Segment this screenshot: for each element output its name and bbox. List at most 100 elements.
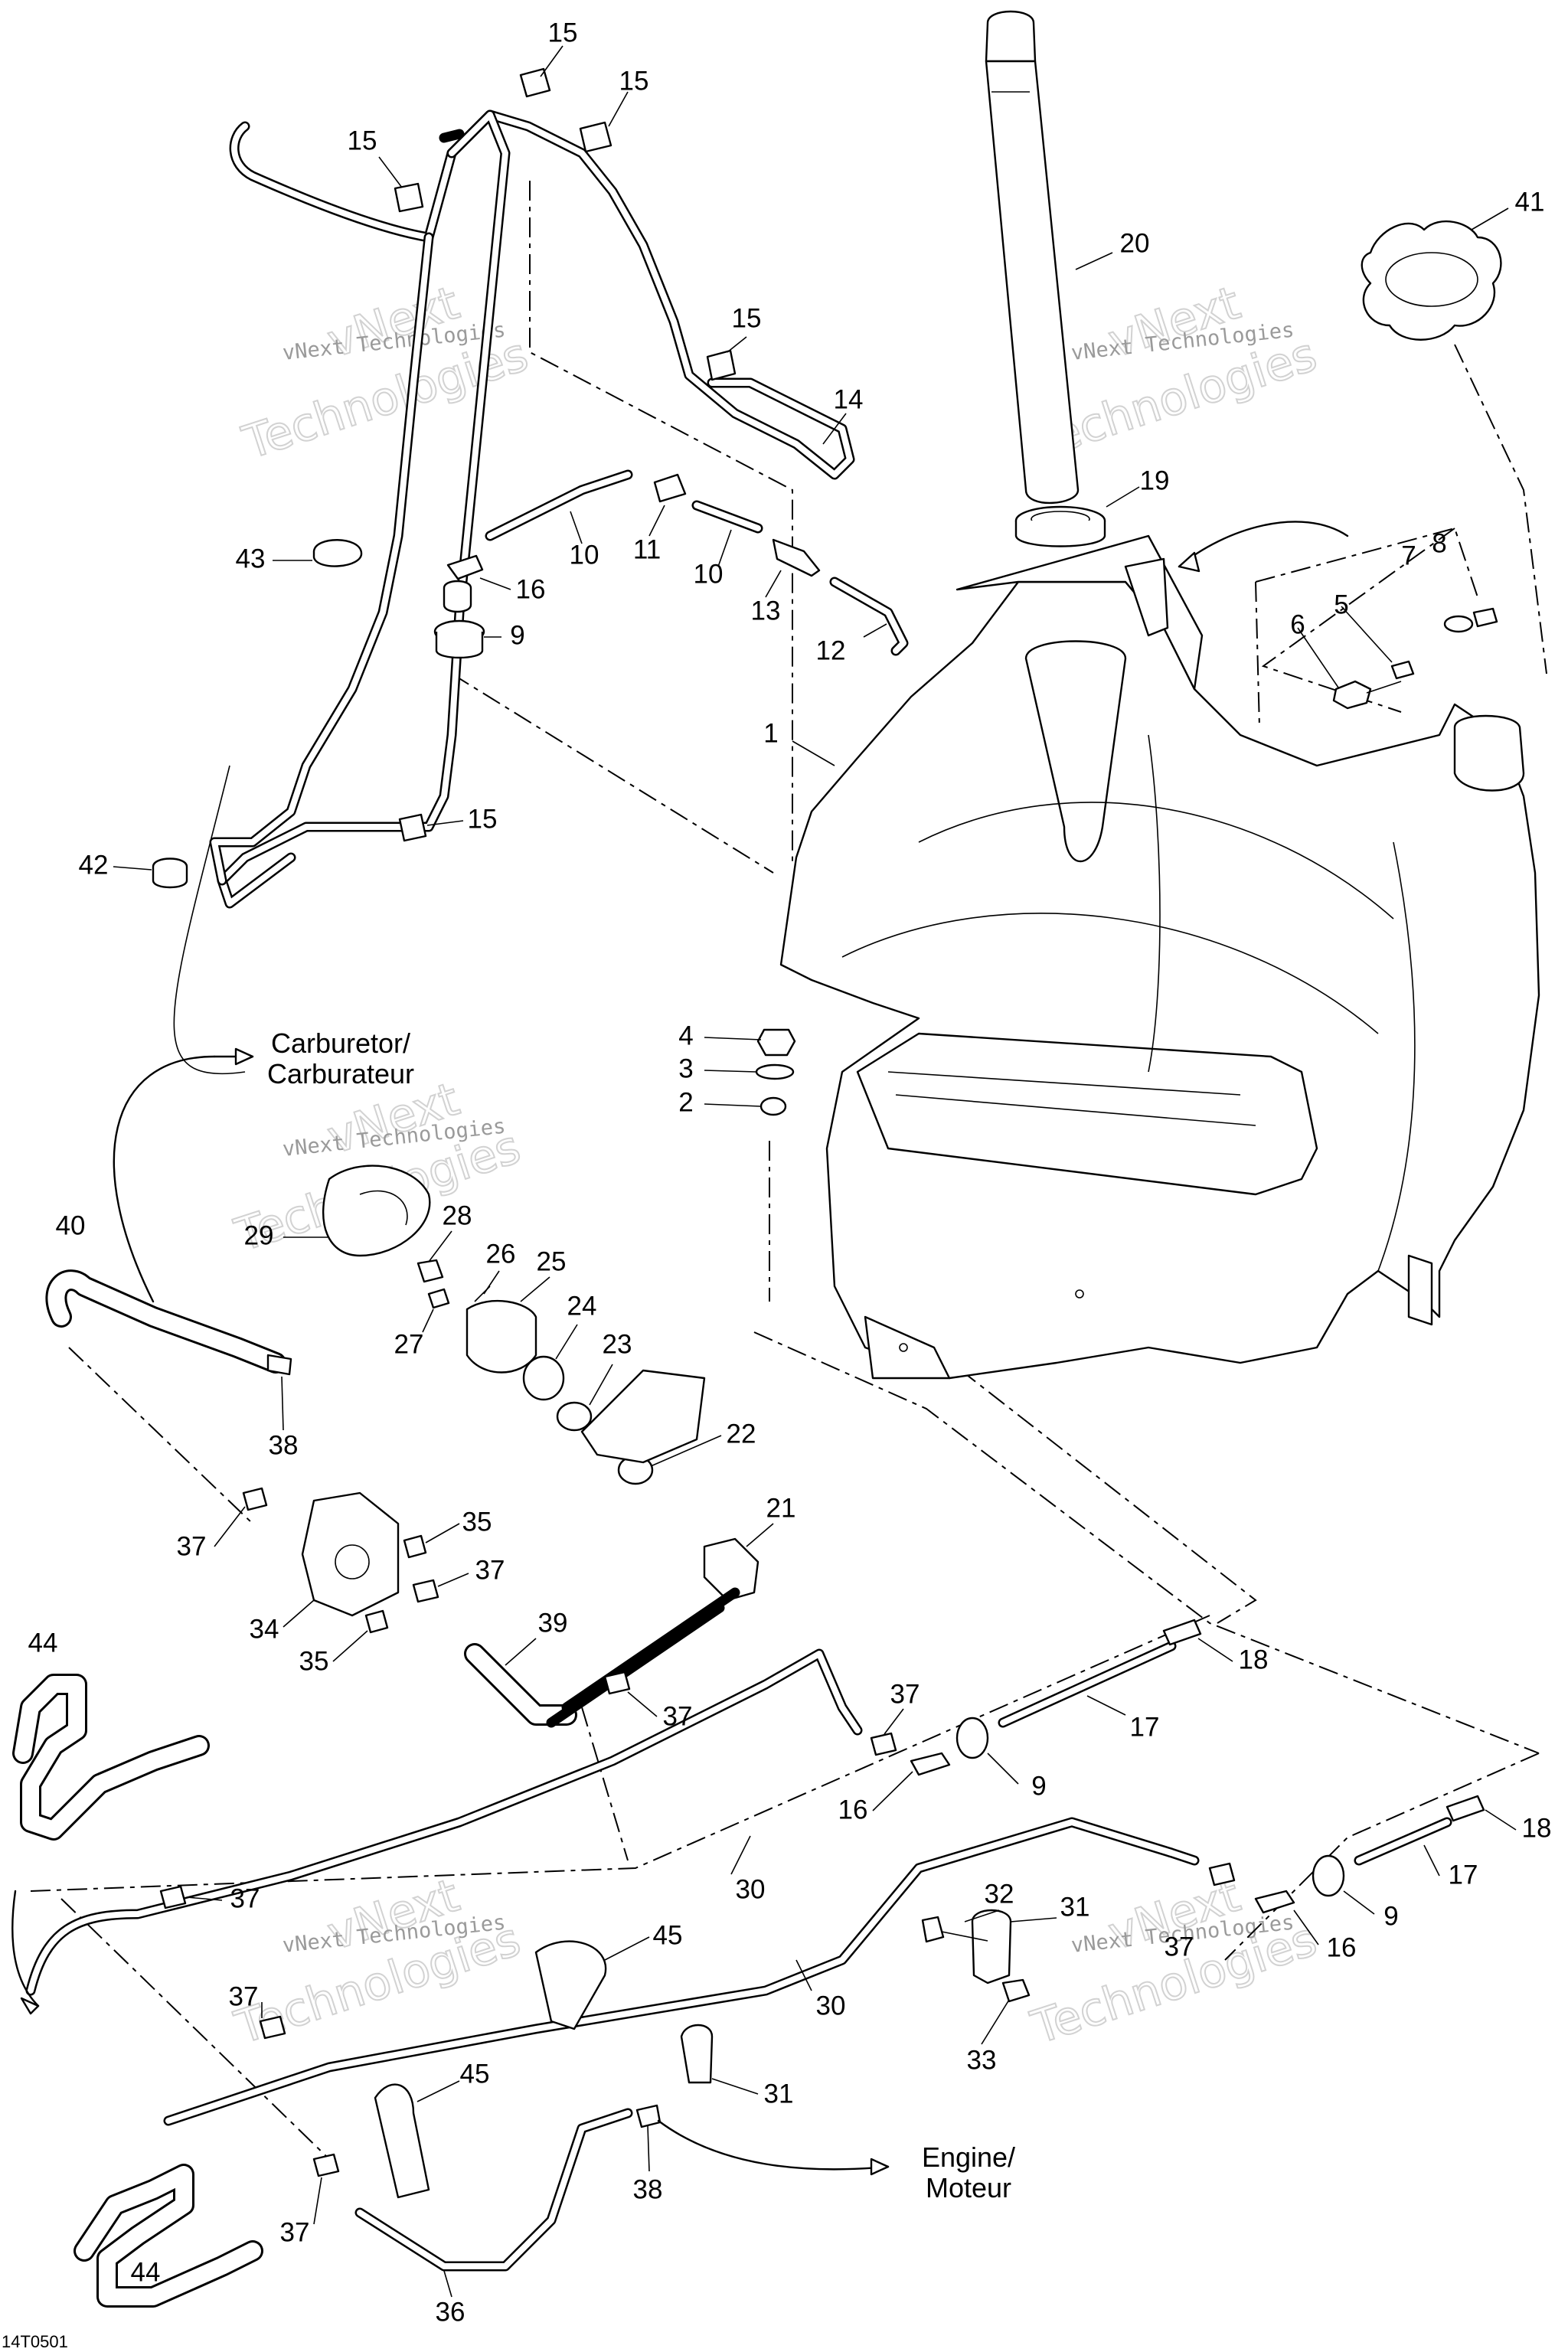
callout-6: 6	[1290, 609, 1305, 639]
leader-line	[704, 1070, 757, 1073]
callout-12: 12	[816, 635, 846, 665]
fitting-16	[1254, 1890, 1295, 1914]
leader-line	[822, 413, 847, 445]
leader-line	[186, 1896, 223, 1901]
callout-13: 13	[751, 596, 781, 626]
leader-line	[627, 1691, 658, 1717]
clamp-38	[635, 2104, 662, 2128]
tank-contour	[1148, 734, 1161, 1073]
nut-28	[416, 1259, 444, 1283]
guide-line	[60, 1898, 330, 2160]
arrow-head	[234, 1047, 254, 1066]
tank-hole	[899, 1343, 908, 1352]
leader-line	[425, 1523, 460, 1544]
leader-line	[281, 1376, 284, 1431]
leader-line	[1341, 606, 1393, 663]
vent-hose-down	[217, 109, 511, 909]
callout-40: 40	[56, 1210, 86, 1240]
leader-line	[872, 1771, 913, 1811]
leader-line	[650, 1435, 722, 1467]
tank-cradle-rib	[887, 1071, 1241, 1096]
callout-3: 3	[678, 1054, 693, 1083]
valve-21	[703, 1537, 760, 1602]
leader-line	[647, 2125, 650, 2172]
callout-15: 15	[732, 303, 762, 333]
fitting-16	[910, 1752, 951, 1776]
callout-15: 15	[548, 18, 578, 47]
leader-line	[1423, 1844, 1440, 1877]
callout-42: 42	[79, 850, 109, 880]
tank-hole	[1075, 1289, 1084, 1298]
vent-hose-left-inner	[211, 234, 432, 884]
ring-24	[522, 1355, 565, 1401]
hose-36-inner	[357, 2110, 631, 2269]
washer-7	[1443, 615, 1474, 633]
arrow-head	[20, 1997, 40, 2015]
leader-line	[792, 740, 835, 766]
filler-neck-top	[985, 10, 1037, 63]
carburetor-note-line1: Carburetor/	[271, 1027, 410, 1059]
filler-parts	[985, 10, 1502, 547]
leader-line	[1086, 1695, 1126, 1716]
pump-34-port	[335, 1544, 370, 1579]
tie-43	[312, 539, 363, 567]
callout-35: 35	[299, 1646, 329, 1676]
grommet-9-body	[435, 632, 484, 659]
grommet-2	[760, 1096, 787, 1116]
tank-tab	[1124, 557, 1169, 637]
callout-31: 31	[1060, 1892, 1090, 1922]
tube-17-inner	[1356, 1819, 1450, 1864]
leader-line	[1471, 207, 1509, 230]
body-25	[466, 1299, 537, 1374]
callout-35: 35	[462, 1507, 492, 1537]
bolt-6-shank	[1366, 681, 1402, 694]
callout-30: 30	[736, 1874, 766, 1904]
arrow-head	[870, 2158, 890, 2176]
leader-line	[113, 866, 152, 871]
bolt-6-head	[1332, 680, 1372, 710]
leader-line	[704, 1037, 762, 1040]
leader-line	[981, 1999, 1010, 2045]
guide-line	[1224, 1753, 1540, 1961]
callout-34: 34	[250, 1614, 279, 1644]
cover-29	[322, 1165, 431, 1257]
clip-15	[706, 349, 737, 381]
guide-line	[1454, 344, 1547, 675]
arrow-loop	[11, 1890, 40, 2007]
washer-3	[755, 1063, 795, 1080]
callout-16: 16	[838, 1795, 868, 1824]
leader-line	[520, 1276, 550, 1302]
washer-5	[1390, 660, 1415, 680]
gasket-19-body	[1014, 521, 1106, 547]
connector-11	[653, 473, 687, 503]
guide-line	[451, 673, 774, 874]
callout-27: 27	[394, 1329, 424, 1359]
fitting-18	[1162, 1619, 1202, 1646]
leader-line	[422, 1308, 434, 1333]
leader-line	[283, 1599, 315, 1628]
callout-37: 37	[280, 2217, 310, 2247]
leader-line	[1075, 252, 1113, 270]
callout-37: 37	[177, 1531, 207, 1561]
callout-5: 5	[1334, 590, 1348, 619]
filler-tube-20	[985, 60, 1080, 505]
leader-line	[863, 623, 887, 638]
clamp-37	[870, 1732, 897, 1756]
arrow-to-carburetor	[113, 1055, 216, 1303]
leader-line	[540, 45, 564, 77]
leader-line	[1106, 486, 1140, 508]
hose-40-inner	[47, 1272, 284, 1371]
callout-17: 17	[1449, 1860, 1478, 1890]
clamp-37	[242, 1487, 268, 1511]
callout-18: 18	[1239, 1645, 1269, 1674]
tank-cradle-rib	[895, 1094, 1256, 1126]
clamp-37	[259, 2015, 286, 2040]
fitting-27	[427, 1288, 450, 1309]
leader-line	[1293, 1909, 1319, 1945]
leader-line	[483, 1270, 500, 1295]
tank-body	[779, 580, 1540, 1380]
callout-19: 19	[1140, 466, 1170, 495]
clip-15	[398, 813, 427, 842]
clamp-37	[312, 2153, 340, 2177]
leader-line	[987, 1753, 1019, 1785]
